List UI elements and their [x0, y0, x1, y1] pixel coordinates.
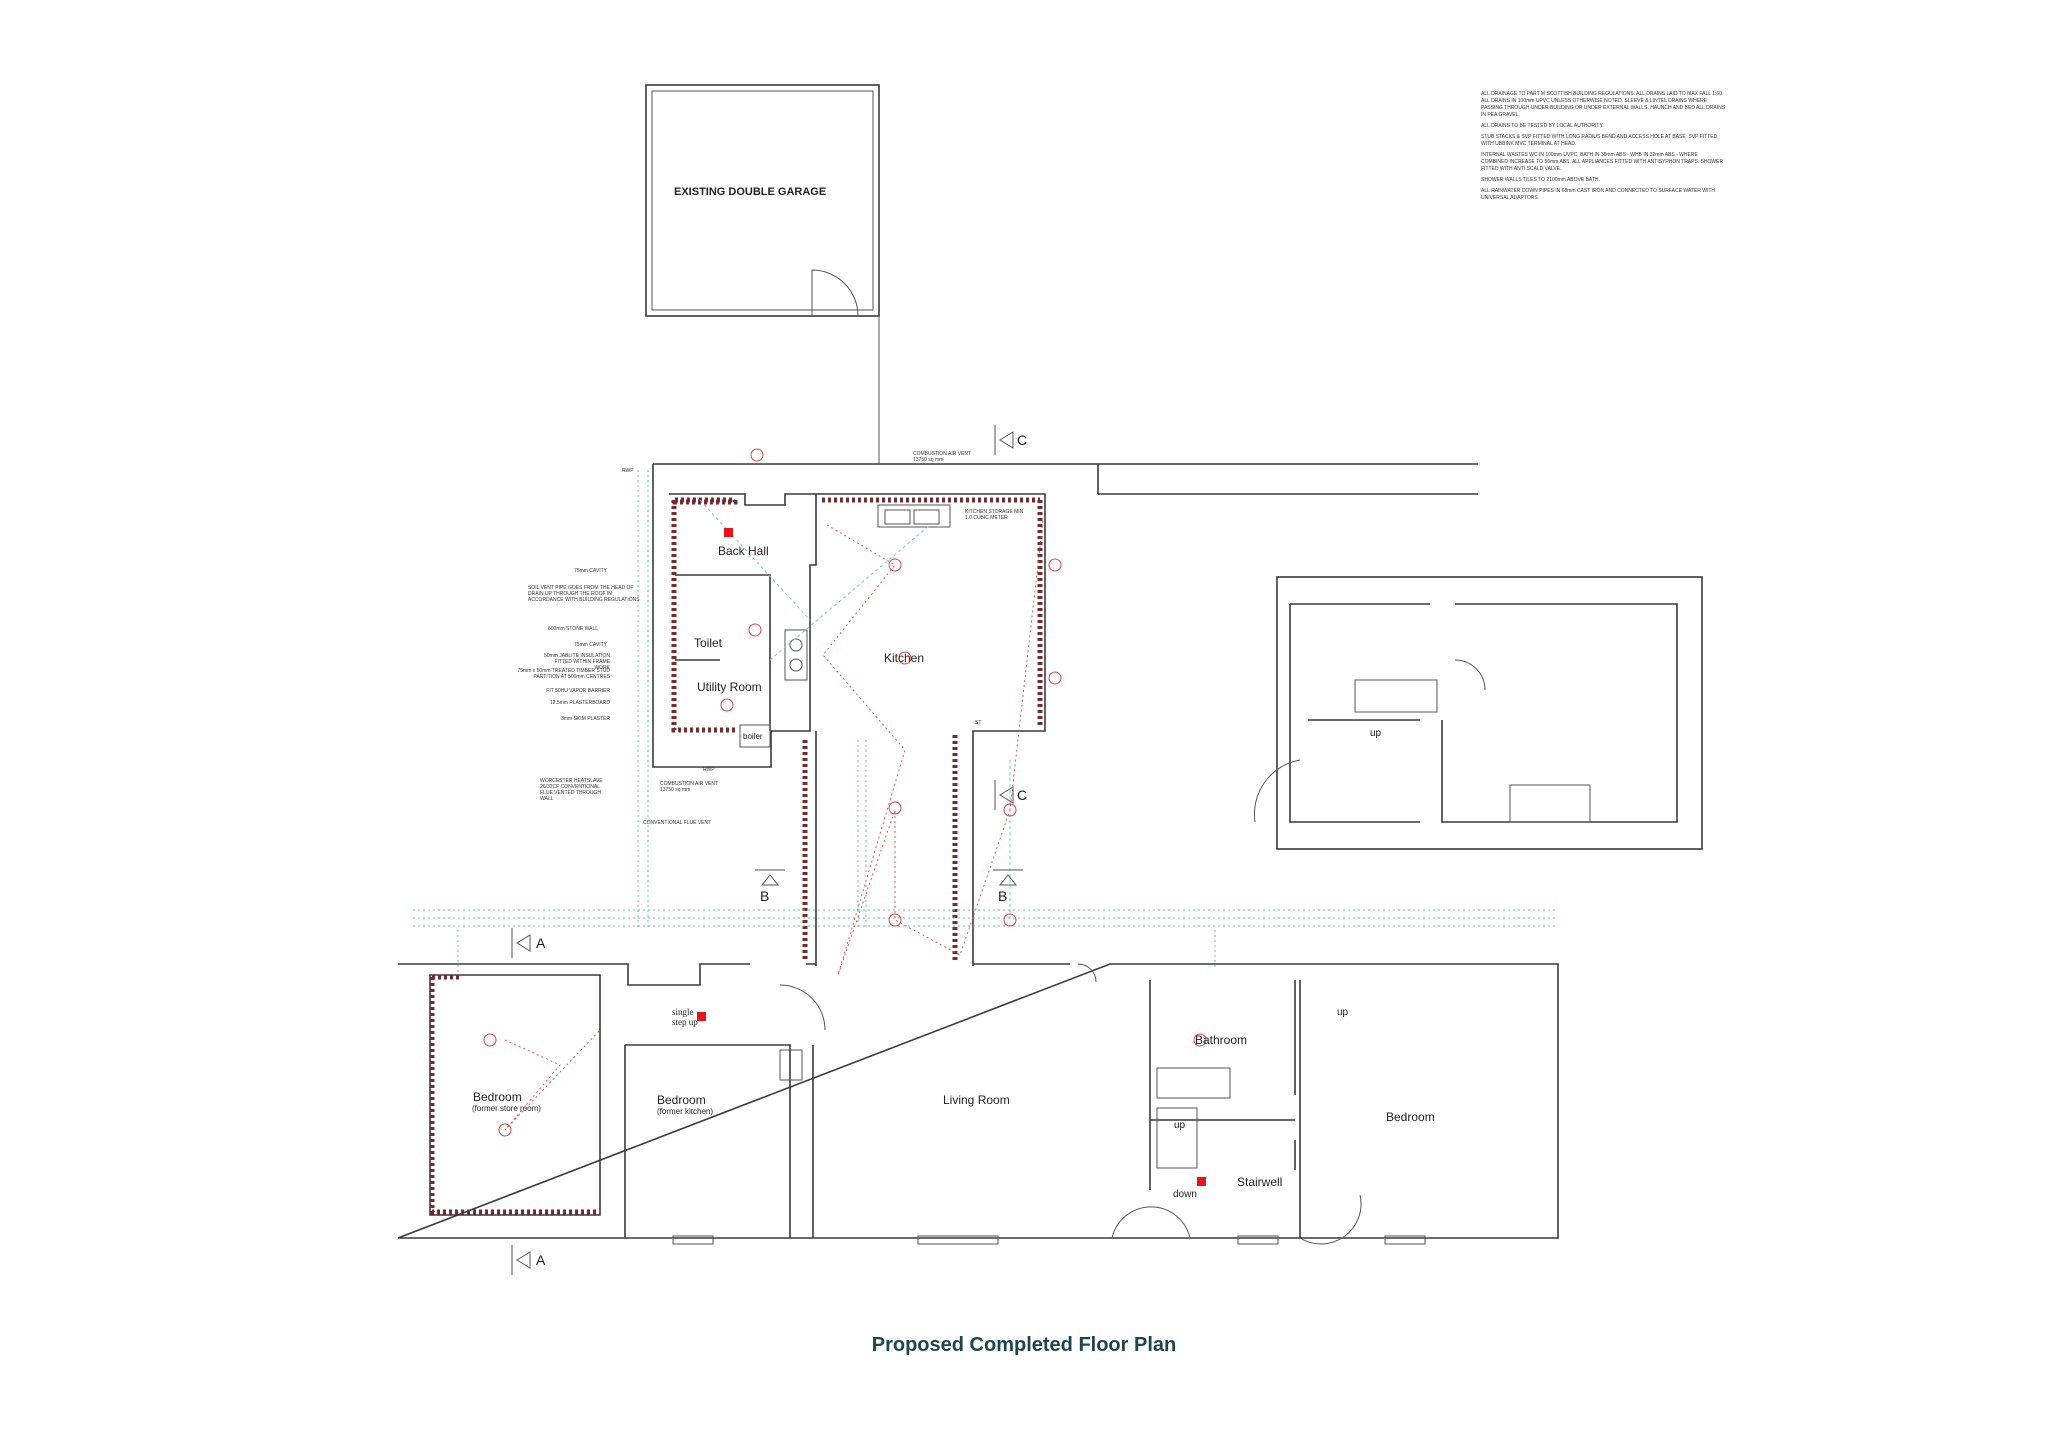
single-step-label: single step up — [672, 1007, 698, 1027]
back-hall-block — [652, 464, 817, 768]
note: ALL RAINWATER DOWN PIPES IN 68mm CAST IR… — [1481, 188, 1716, 201]
section-b-label: B — [760, 888, 770, 904]
main-house — [397, 963, 1559, 1245]
garage — [645, 84, 880, 464]
section-a-label: A — [536, 1252, 546, 1268]
annotation-stone-wall: 600mm STONE WALL — [547, 626, 598, 632]
stair-up-label: up — [1174, 1120, 1186, 1131]
note: SHOWER WALLS TILES TO 2100mm ABOVE BATH. — [1481, 177, 1600, 183]
annotation-soil-vent: SOIL VENT PIPE GOES FROM THE HEAD OF DRA… — [528, 585, 640, 603]
boundary-wall — [653, 463, 1478, 495]
annotation-cavity: 75mm CAVITY — [574, 568, 607, 574]
boiler-label: boiler — [743, 732, 763, 741]
room-bedroom-east: Bedroom — [1386, 1110, 1435, 1124]
fixture-marker — [1197, 1177, 1206, 1186]
section-b-label: B — [998, 888, 1008, 904]
note: ALL DRAINAGE TO PART M SCOTTISH BUILDING… — [1481, 91, 1726, 118]
room-bathroom: Bathroom — [1195, 1033, 1248, 1047]
room-toilet: Toilet — [694, 636, 723, 650]
room-bedroom-former-kitchen-subtitle: (former kitchen) — [657, 1107, 714, 1116]
room-utility: Utility Room — [697, 680, 762, 694]
annotation-insulation: 50mm JABLITE INSULATION FITTED WITHIN FR… — [543, 653, 610, 671]
annotation-cavity: 75mm CAVITY — [574, 642, 607, 648]
annotation-rwp: RWP — [703, 767, 715, 773]
garage-label: EXISTING DOUBLE GARAGE — [674, 186, 827, 198]
annotation-skim: 3mm SKIM PLASTER — [561, 716, 610, 722]
room-kitchen: Kitchen — [884, 651, 925, 665]
plan-title: Proposed Completed Floor Plan — [871, 1334, 1177, 1356]
stair-down-label: down — [1173, 1189, 1197, 1200]
section-markers — [511, 425, 1023, 1275]
drainage-lines — [413, 470, 1558, 975]
room-living: Living Room — [943, 1093, 1010, 1107]
fixture-marker — [724, 528, 733, 537]
fixture-marker — [697, 1012, 706, 1021]
annotation-st: ST — [975, 720, 982, 726]
room-back-hall: Back Hall — [718, 544, 769, 558]
note: ALL DRAINS TO BE TESTED BY LOCAL AUTHORI… — [1481, 123, 1604, 129]
note: INTERNAL WASTES WC IN 100mm UVPC. BATH I… — [1481, 152, 1724, 172]
room-bedroom-store-subtitle: (former store room) — [472, 1104, 541, 1113]
kitchen-block — [802, 493, 1046, 966]
room-stairwell: Stairwell — [1237, 1175, 1283, 1189]
section-a-label: A — [536, 935, 546, 951]
drainage-notes: ALL DRAINAGE TO PART M SCOTTISH BUILDING… — [1481, 91, 1726, 202]
up-label-inset: up — [1370, 728, 1382, 739]
section-c-label: C — [1017, 432, 1028, 448]
annotation-rwp: RWP — [622, 468, 634, 474]
note: STUB STACKS & SVP FITTED WITH LONG RADIU… — [1481, 134, 1718, 147]
inset-plan — [1253, 576, 1703, 850]
electrical-layout — [483, 448, 1207, 1137]
annotation-air-vent: COMBUSTION AIR VENT 13750 sq mm — [660, 781, 718, 793]
room-bedroom-store: Bedroom — [473, 1090, 522, 1104]
annotation-air-vent: COMBUSTION AIR VENT 13750 sq mm — [913, 451, 971, 463]
annotation-stud: 75mm x 50mm TREATED TIMBER STUD PARTITIO… — [517, 668, 610, 680]
up-label-east: up — [1337, 1007, 1349, 1018]
section-c-label: C — [1017, 787, 1028, 803]
annotation-plasterboard: 12.5mm PLASTERBOARD — [549, 700, 610, 706]
annotation-kitchen-storage: KITCHEN STORAGE MIN 1.0 CUBIC METER — [965, 509, 1024, 521]
annotation-flue-vent: CONVENTIONAL FLUE VENT — [643, 820, 712, 826]
room-bedroom-former-kitchen: Bedroom — [657, 1093, 706, 1107]
annotation-vapor: FIT 50HU VAPOR BARRIER — [546, 688, 610, 694]
annotation-boiler: WORCESTER HEATSLAVE 26/32CF CONVENTIONAL… — [540, 778, 603, 802]
